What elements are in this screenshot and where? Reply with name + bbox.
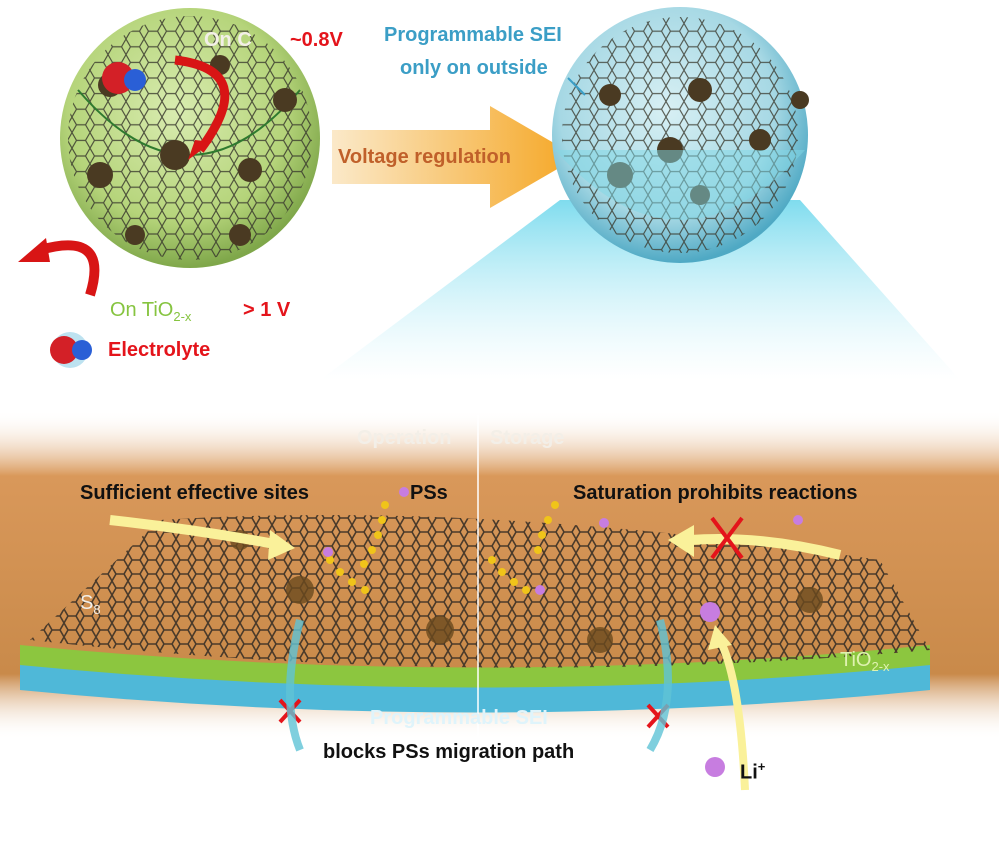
right-sphere (552, 7, 809, 263)
sufficient-sites-label: Sufficient effective sites (80, 482, 309, 504)
electrolyte-label: Electrolyte (108, 339, 211, 361)
operation-label: Operation (357, 427, 452, 449)
polysulfide-chain (326, 501, 559, 594)
blocked-reaction-arrow (689, 534, 842, 560)
reaction-arrow (109, 515, 281, 550)
electrolyte-icon (50, 332, 92, 368)
on-tio2-voltage: > 1 V (243, 299, 291, 321)
s8-label: S8 (80, 592, 101, 617)
pss-label: PSs (410, 482, 448, 504)
sei-title-line1: Programmable SEI (384, 24, 562, 46)
saturation-label: Saturation prohibits reactions (573, 482, 858, 504)
blocked-migration-arrow (286, 619, 304, 752)
blocked-migration-arrow (646, 619, 672, 753)
on-c-label: On C (204, 29, 252, 51)
voltage-regulation-arrow (332, 106, 578, 208)
blocks-migration-label: blocks PSs migration path (323, 741, 575, 763)
li-ion-label: Li+ (740, 759, 766, 784)
li-ion-icon (705, 757, 725, 777)
storage-label: Storage (490, 427, 565, 449)
sei-title-line2: only on outside (400, 57, 548, 79)
sei-layer-label: Programmable SEI (370, 707, 548, 729)
sei-pointer-arrow (567, 77, 586, 96)
light-rays (320, 200, 960, 380)
on-tio2-label: On TiO2-x (110, 299, 192, 324)
voltage-regulation-label: Voltage regulation (338, 146, 511, 168)
graphene-sheet (30, 515, 930, 668)
tio2-layer (20, 645, 930, 688)
left-sphere (60, 8, 320, 268)
on-c-voltage: ~0.8V (290, 29, 343, 51)
tio2-layer-label: TiO2-x (840, 649, 890, 674)
li-ion-icon (700, 602, 720, 622)
li-ion-arrow (716, 638, 749, 791)
leaving-arrow (38, 240, 100, 297)
